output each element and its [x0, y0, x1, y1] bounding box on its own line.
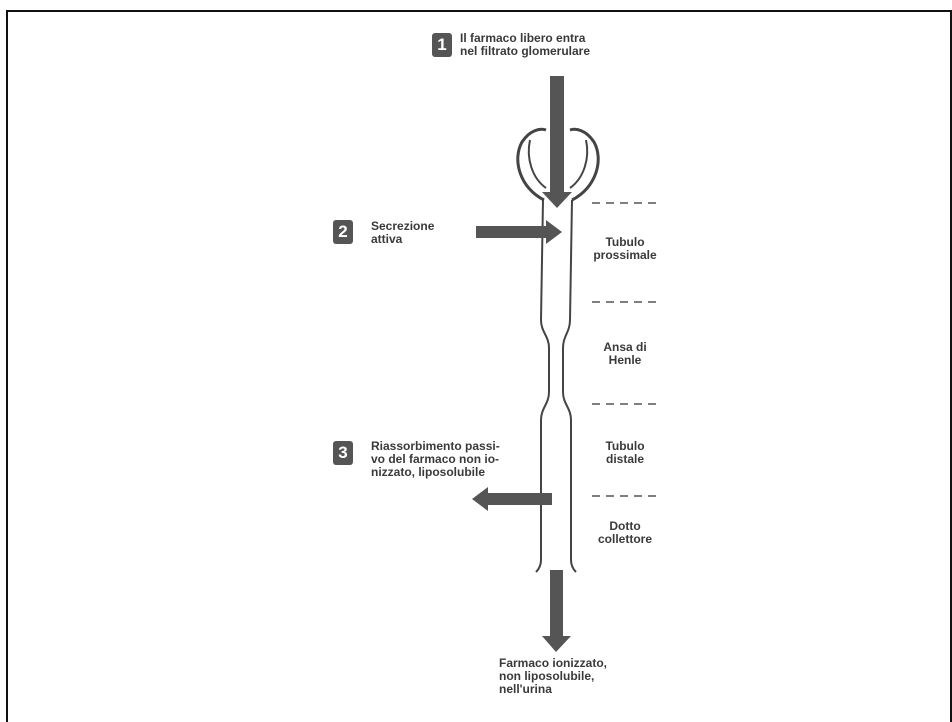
arrow-secretion-shaft — [476, 226, 548, 238]
step-2-label: Secrezione attiva — [371, 219, 435, 246]
segment-loop-of-henle-label: Ansa di Henle — [603, 340, 647, 367]
arrow-secretion-head — [546, 220, 562, 244]
tubule-left-wall — [535, 199, 550, 573]
arrow-urine-head — [542, 636, 571, 652]
capsule-inner-left — [527, 139, 547, 189]
step-3-badge: 3 — [333, 441, 353, 465]
step-2-badge: 2 — [333, 220, 353, 244]
urine-output-label: Farmaco ionizzato, non liposolubile, nel… — [499, 656, 608, 696]
arrow-reabsorption-head — [472, 487, 488, 511]
capsule-inner-right — [569, 139, 589, 189]
segment-distal-tubule-label: Tubulo distale — [605, 439, 645, 466]
step-1-label: Il farmaco libero entra nel filtrato glo… — [460, 31, 591, 58]
capsule-left — [516, 127, 547, 202]
arrow-urine-shaft — [550, 570, 563, 638]
figure-paper — [318, 20, 678, 720]
capsule-right — [569, 127, 600, 202]
step-3-label: Riassorbimento passi- vo del farmaco non… — [371, 439, 500, 479]
segment-collecting-duct-label: Dotto collettore — [597, 519, 652, 546]
arrow-filtration-head — [542, 192, 572, 208]
segment-proximal-tubule-label: Tubulo prossimale — [593, 235, 657, 262]
step-1-badge: 1 — [432, 33, 452, 57]
tubule-right-wall — [562, 199, 577, 573]
arrow-filtration-shaft — [550, 76, 564, 194]
arrow-reabsorption-shaft — [486, 493, 552, 505]
